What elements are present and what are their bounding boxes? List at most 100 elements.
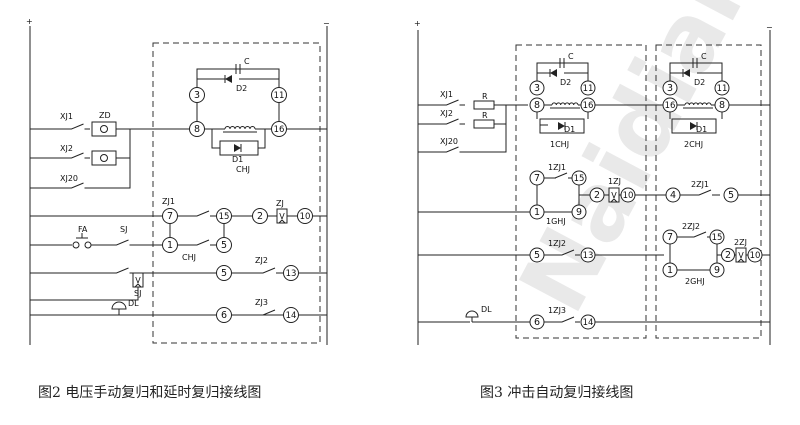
- label: DL: [128, 299, 139, 308]
- terminal-circle: [216, 265, 232, 281]
- label: XJ1: [440, 90, 453, 99]
- label: −: [766, 23, 773, 32]
- terminal: 7: [529, 170, 545, 186]
- label: CHJ: [182, 253, 196, 262]
- label: 2CHJ: [684, 140, 703, 149]
- terminal: 1: [162, 237, 178, 253]
- label: ZJ1: [162, 197, 175, 206]
- label: 1CHJ: [550, 140, 569, 149]
- terminal-number: 15: [712, 233, 723, 243]
- d1-box: [671, 118, 717, 134]
- terminal-number: 5: [728, 190, 734, 201]
- terminal-number: 3: [534, 83, 540, 94]
- terminal: 7: [162, 208, 178, 224]
- terminal-number: 2: [594, 190, 600, 201]
- terminal: 5: [216, 237, 232, 253]
- contact: [440, 99, 459, 106]
- terminal: 13: [283, 265, 299, 281]
- terminal-circle: [252, 208, 268, 224]
- label: C: [701, 52, 707, 61]
- terminal-number: 7: [534, 173, 540, 184]
- label: D1: [696, 125, 707, 134]
- label: ZJ: [276, 199, 284, 208]
- d1-box: [219, 140, 259, 156]
- label: 2ZJ1: [691, 180, 709, 189]
- terminal-number: 3: [194, 90, 200, 101]
- coil: [551, 102, 579, 106]
- terminal-circle: [283, 265, 299, 281]
- terminal-number: 8: [534, 100, 540, 111]
- terminal-number: 10: [750, 251, 761, 261]
- terminal-circle: [271, 87, 287, 103]
- terminal-circle: [189, 87, 205, 103]
- terminal: 10: [297, 208, 313, 224]
- label: FA: [78, 225, 88, 234]
- terminal: 14: [580, 314, 596, 330]
- terminal: 16: [271, 121, 287, 137]
- label: D1: [232, 155, 243, 164]
- terminal-circle: [162, 208, 178, 224]
- label: 2ZJ2: [682, 222, 700, 231]
- arrow-mark: [610, 198, 618, 203]
- label: 1ZJ1: [548, 163, 566, 172]
- label: XJ20: [60, 174, 78, 183]
- terminal-number: 5: [221, 240, 227, 251]
- contact: [556, 249, 575, 256]
- terminal-circle: [297, 208, 313, 224]
- terminal: 3: [529, 80, 545, 96]
- terminal-number: 15: [574, 174, 585, 184]
- terminal-number: 14: [286, 311, 297, 321]
- terminal: 14: [283, 307, 299, 323]
- wire: [494, 105, 507, 125]
- terminal: 2: [589, 187, 605, 203]
- terminal-circle: [283, 307, 299, 323]
- label: XJ2: [440, 109, 453, 118]
- terminal: 10: [747, 247, 763, 263]
- terminal: 11: [714, 80, 730, 96]
- terminal-number: 15: [219, 212, 230, 222]
- label: 1GHJ: [546, 217, 566, 226]
- contact: [556, 316, 575, 323]
- figure-3-caption: 图3 冲击自动复归接线图: [480, 385, 634, 401]
- contact: [440, 118, 459, 125]
- label: XJ2: [60, 144, 73, 153]
- terminal-number: 10: [300, 212, 311, 222]
- contact: [65, 152, 84, 159]
- terminal-number: 5: [221, 268, 227, 279]
- terminal: 1: [529, 204, 545, 220]
- terminal-circle: [714, 80, 730, 96]
- terminal: 11: [580, 80, 596, 96]
- terminal-number: 2: [725, 250, 731, 261]
- diode: [550, 69, 557, 77]
- terminal-number: 16: [274, 125, 285, 135]
- wire: [465, 124, 507, 153]
- diode: [683, 69, 690, 77]
- terminal-number: 16: [665, 101, 676, 111]
- terminal-circle: [216, 307, 232, 323]
- terminal-number: 9: [714, 265, 720, 276]
- terminal-number: 13: [286, 269, 297, 279]
- terminal-number: 9: [576, 207, 582, 218]
- contact: [255, 309, 276, 316]
- terminal-circle: [529, 80, 545, 96]
- terminal-number: 2: [257, 211, 263, 222]
- terminal: 8: [714, 97, 730, 113]
- label: V: [738, 251, 744, 260]
- terminal: 2: [252, 208, 268, 224]
- terminal: 13: [580, 247, 596, 263]
- wire: [196, 68, 280, 95]
- relay-1-dashed-frame: [515, 44, 647, 339]
- zd-box: [91, 150, 117, 166]
- terminal: 5: [723, 187, 739, 203]
- terminal: 16: [580, 97, 596, 113]
- terminal: 6: [216, 307, 232, 323]
- terminal-number: 7: [167, 211, 173, 222]
- terminal-number: 7: [667, 232, 673, 243]
- terminal: 9: [571, 204, 587, 220]
- label: +: [26, 17, 33, 26]
- terminal-circle: [189, 121, 205, 137]
- terminal-number: 11: [583, 84, 594, 94]
- terminal: 2: [721, 248, 735, 262]
- label: DL: [481, 305, 492, 314]
